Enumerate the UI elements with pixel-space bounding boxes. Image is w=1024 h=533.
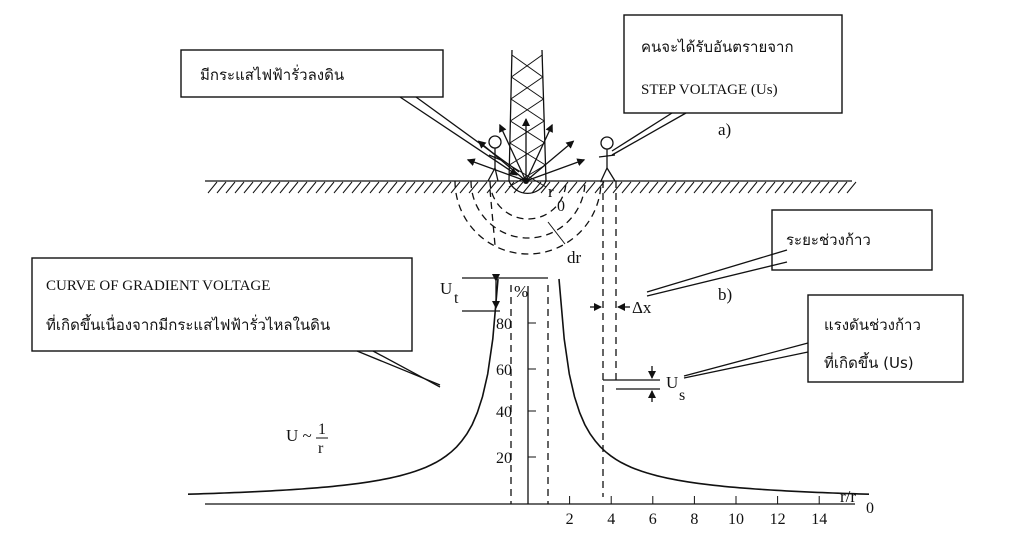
part-a-label: a) [718, 120, 731, 139]
callout-step-voltage: แรงดันช่วงก้าว ที่เกิดขึ้น (Us) [683, 294, 964, 383]
tower [508, 49, 547, 188]
x-axis-subscript: 0 [866, 500, 874, 517]
formula-u: U ~ [286, 426, 312, 445]
x-tick-label: 4 [607, 511, 615, 528]
callout-curve-line2: ที่เกิดขึ้นเนื่องจากมีกระแสไฟฟ้ารั่วไหลใ… [46, 314, 330, 334]
us-subscript: s [679, 387, 685, 404]
x-tick-label: 10 [728, 511, 744, 528]
x-tick-label: 6 [649, 511, 657, 528]
us-label: U [666, 373, 678, 392]
delta-x-label: Δx [632, 298, 652, 317]
ut-subscript: t [454, 290, 459, 307]
y-tick-label: 60 [496, 362, 512, 379]
gradient-curve-left [187, 278, 499, 495]
current-ray [525, 123, 553, 182]
callout-danger-line2: STEP VOLTAGE (Us) [641, 82, 778, 98]
person-right [598, 136, 616, 182]
callout-step-distance-text: ระยะช่วงก้าว [786, 231, 871, 249]
ground-electrode [454, 118, 602, 255]
callout-step-distance: ระยะช่วงก้าว [646, 209, 933, 297]
callout-leak-text: มีกระแสไฟฟ้ารั่วลงดิน [200, 64, 344, 84]
formula-denominator: r [318, 440, 324, 457]
callout-leak: มีกระแสไฟฟ้ารั่วลงดิน [180, 49, 520, 176]
ut-label: U [440, 279, 452, 298]
x-tick-label: 12 [770, 511, 786, 528]
percent-label: % [514, 282, 528, 301]
gradient-chart: 20 40 60 80 2 4 6 8 10 12 14 [187, 274, 870, 528]
callout-step-voltage-line1: แรงดันช่วงก้าว [824, 316, 921, 334]
r0-subscript: 0 [557, 198, 565, 215]
callout-danger-line1: คนจะได้รับอันตรายจาก [641, 38, 794, 56]
y-tick-label: 80 [496, 316, 512, 333]
current-ray [499, 123, 527, 182]
current-ray [525, 158, 586, 182]
x-tick-label: 8 [690, 511, 698, 528]
person-left [487, 135, 502, 182]
person-left-dash [489, 189, 496, 246]
x-tick-label: 2 [566, 511, 574, 528]
x-axis-label: r/r [840, 487, 856, 506]
current-ray [466, 158, 527, 182]
r-label: r [548, 182, 554, 201]
callout-curve-line1: CURVE OF GRADIENT VOLTAGE [46, 278, 270, 294]
current-ray [525, 140, 575, 182]
ground-surface [205, 180, 857, 194]
gradient-curve-right [558, 278, 870, 495]
callout-curve: CURVE OF GRADIENT VOLTAGE ที่เกิดขึ้นเนื… [31, 257, 441, 388]
callout-danger: คนจะได้รับอันตรายจาก STEP VOLTAGE (Us) [611, 14, 843, 156]
callout-step-voltage-line2: ที่เกิดขึ้น (Us) [824, 352, 914, 372]
y-tick-label: 40 [496, 404, 512, 421]
formula-numerator: 1 [318, 421, 326, 438]
x-tick-label: 14 [811, 511, 827, 528]
part-b-label: b) [718, 285, 732, 304]
y-tick-label: 20 [496, 450, 512, 467]
dr-label: dr [567, 248, 582, 267]
